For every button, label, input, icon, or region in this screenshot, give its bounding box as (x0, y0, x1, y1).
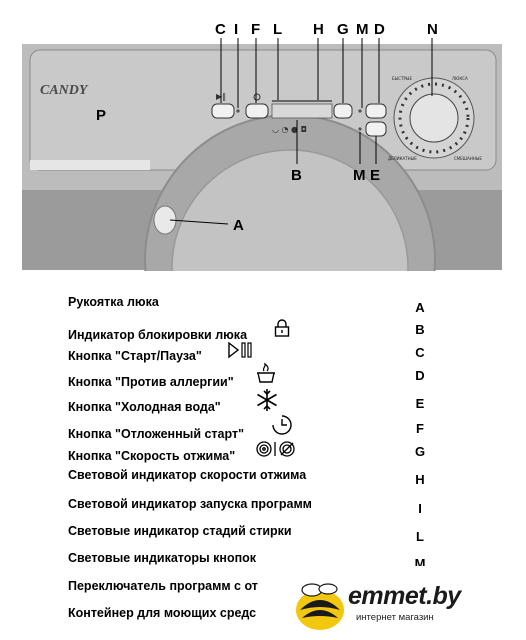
legend-item-f: Кнопка "Отложенный старт" (68, 427, 245, 441)
legend-code-c: C (415, 345, 425, 360)
program-dial-knob[interactable] (409, 93, 459, 143)
logo-subtitle: интернет магазин (356, 612, 434, 623)
delay-start-symbol (253, 93, 261, 101)
legend-code-e: E (415, 396, 425, 411)
indicator-strip (272, 100, 332, 102)
label-l: L (273, 21, 282, 38)
label-f: F (251, 21, 260, 38)
dial-mark-bottom-left: ДЕЛИКАТНЫЕ (388, 156, 417, 161)
label-g: G (337, 21, 349, 38)
diagram-bottom-mask (0, 271, 526, 300)
label-e: E (370, 167, 380, 184)
legend-code-i: I (418, 501, 422, 516)
legend-code-h: H (415, 472, 425, 487)
door-handle-leader (169, 219, 229, 225)
dial-mark-top-left: БЫСТРЫЕ (392, 76, 412, 81)
detergent-drawer-edge (30, 160, 150, 170)
legend-item-p: Контейнер для моющих средс (68, 606, 257, 620)
emmet-logo: emmet.by интернет магазин (290, 578, 526, 640)
led-i (236, 109, 240, 113)
delay-start-button[interactable] (245, 103, 269, 119)
logo-name: emmet.by (348, 582, 461, 610)
label-h: H (313, 21, 324, 38)
legend-item-n: Переключатель программ с от (68, 579, 258, 593)
led-m2 (358, 127, 362, 131)
brand-logo: CANDY (40, 83, 89, 98)
label-d: D (374, 21, 385, 38)
dial-mark-top-right: ЛЮКСА (452, 76, 468, 81)
legend-item-l: Световые индикатор стадий стирки (68, 524, 292, 538)
legend-code-g: G (414, 444, 426, 459)
legend-item-e: Кнопка "Холодная вода" (68, 400, 221, 414)
spin-speed-icon (256, 441, 295, 457)
label-n: N (427, 21, 438, 38)
legend-item-g: Кнопка "Скорость отжима" (68, 449, 236, 463)
legend-code-m: M (414, 556, 426, 566)
label-c: C (215, 21, 226, 38)
washing-machine-diagram: CANDY P ▶‖ ◡ ◔ ● ◘ БЫСТРЫЕ ЛЮКСА ДЕЛИКАТ… (0, 21, 526, 300)
indicator-display (271, 103, 333, 119)
dial-mark-bottom-right: СМЕШАННЫЕ (454, 156, 482, 161)
top-leader-lines (220, 38, 433, 164)
legend-item-a: Рукоятка люка (68, 295, 159, 309)
label-i: I (234, 21, 238, 38)
legend-code-b: B (415, 322, 425, 337)
legend-item-c: Кнопка "Старт/Пауза" (68, 349, 202, 363)
legend-code-a: A (415, 300, 425, 315)
delay-clock-icon (272, 415, 292, 435)
legend-code-f: F (416, 421, 424, 436)
anti-allergy-button[interactable] (365, 103, 387, 119)
stage-indicators: ◡ ◔ ● ◘ (272, 125, 307, 134)
legend-code-d: D (415, 368, 425, 383)
label-a: A (233, 217, 244, 234)
bee-icon (296, 583, 344, 630)
snowflake-icon (257, 389, 277, 411)
door-glass (171, 149, 409, 300)
label-m-bottom: M (353, 167, 366, 184)
spin-speed-button[interactable] (333, 103, 353, 119)
start-pause-button[interactable] (211, 103, 235, 119)
led-m (358, 109, 362, 113)
label-p: P (96, 107, 106, 124)
lock-icon (274, 319, 290, 337)
legend-item-b: Индикатор блокировки люка (68, 328, 248, 342)
play-pause-icon (228, 341, 252, 359)
cold-water-button[interactable] (365, 121, 387, 137)
anti-allergy-icon (257, 362, 275, 383)
legend-item-h: Световой индикатор скорости отжима (68, 468, 307, 482)
legend-item-m: Световые индикаторы кнопок (68, 551, 257, 565)
legend-item-i: Световой индикатор запуска программ (68, 497, 312, 511)
legend-code-l: L (416, 529, 424, 544)
label-m-top: M (356, 21, 369, 38)
label-b: B (291, 167, 302, 184)
program-dial-marks (398, 82, 470, 154)
legend-item-d: Кнопка "Против аллергии" (68, 375, 234, 389)
